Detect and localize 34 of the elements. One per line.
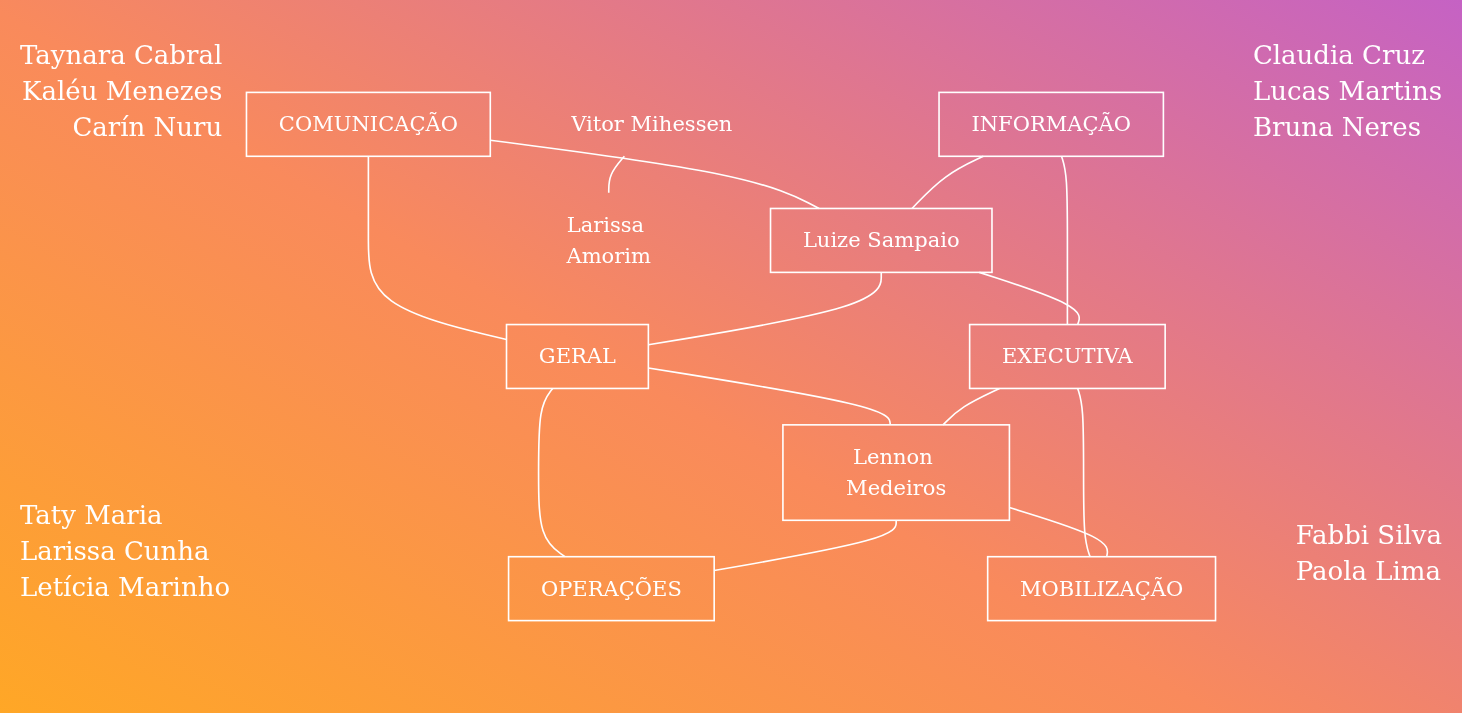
connector — [537, 387, 566, 558]
connector — [1008, 506, 1109, 558]
name-label: Larissa Cunha — [20, 536, 210, 566]
connector — [911, 155, 985, 210]
node-box: Lennon Medeiros — [782, 424, 1011, 522]
name-label: Paola Lima — [1295, 556, 1442, 586]
node-box: EXECUTIVA — [968, 323, 1166, 390]
node-box: MOBILIZAÇÃO — [986, 555, 1217, 622]
connector — [942, 387, 1001, 426]
connector — [1060, 155, 1069, 326]
connector — [607, 155, 626, 194]
name-label: Lucas Martins — [1252, 76, 1442, 106]
name-label: Taty Maria — [20, 500, 163, 530]
connector — [978, 271, 1081, 326]
node-box: GERAL — [505, 323, 650, 390]
node-box: Luize Sampaio — [769, 207, 993, 274]
node-box: INFORMAÇÃO — [938, 91, 1165, 158]
name-label: Carín Nuru — [72, 112, 223, 142]
name-label: Fabbi Silva — [1295, 520, 1442, 550]
connector — [647, 271, 883, 346]
name-label: Bruna Neres — [1252, 112, 1421, 142]
connector — [489, 139, 820, 210]
name-label: Taynara Cabral — [20, 40, 223, 70]
name-label: Kaléu Menezes — [22, 76, 223, 106]
node-box: OPERAÇÕES — [507, 555, 715, 622]
name-label: Letícia Marinho — [20, 572, 231, 602]
connector — [1076, 387, 1091, 558]
connector — [713, 519, 897, 572]
node-box: COMUNICAÇÃO — [245, 91, 492, 158]
connector — [647, 367, 892, 426]
node-text: Larissa Amorim — [566, 212, 651, 268]
connector — [367, 155, 508, 341]
name-label: Claudia Cruz — [1252, 40, 1425, 70]
node-text: Vitor Mihessen — [571, 111, 733, 137]
